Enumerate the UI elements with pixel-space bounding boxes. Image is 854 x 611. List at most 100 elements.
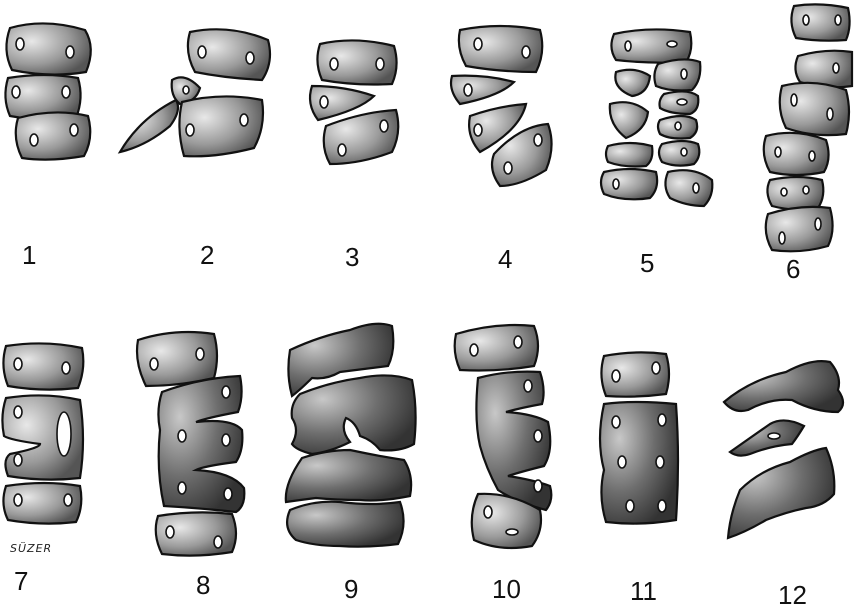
fig11-hole (612, 370, 620, 382)
fig5-piece (601, 169, 657, 199)
fig6-hole (803, 15, 809, 25)
fig10-hole (534, 430, 542, 442)
fig8-hole (196, 348, 204, 360)
label-5: 5 (640, 248, 654, 279)
label-1: 1 (22, 240, 36, 271)
fig2-hole (240, 114, 248, 126)
fig5-hole (681, 69, 687, 79)
artist-signature: SÜZER (10, 542, 52, 555)
fig5-piece (615, 70, 650, 96)
figure-11 (600, 352, 678, 523)
fig3-hole (376, 58, 384, 70)
fig7-hole (14, 494, 22, 506)
fig10-hole (524, 380, 532, 392)
fig1-hole (66, 46, 74, 58)
fig5-hole (613, 179, 619, 189)
fig8-hole (166, 526, 174, 538)
figure-9 (286, 324, 416, 547)
fig1-hole (70, 124, 78, 136)
fig10-hole (484, 506, 492, 518)
fig3-hole (380, 120, 388, 132)
fig5-piece (606, 143, 652, 167)
fig3-hole (320, 96, 328, 108)
fig5-hole (677, 99, 687, 105)
fig11-hole (652, 362, 660, 374)
fig3-hole (338, 144, 346, 156)
fig2-hole (183, 86, 189, 94)
label-9: 9 (344, 574, 358, 605)
fig4-hole (474, 124, 482, 136)
label-7: 7 (14, 566, 28, 597)
fig1-hole (12, 86, 20, 98)
fig6-hole (833, 63, 839, 73)
label-12: 12 (778, 580, 807, 611)
fig8-vertebra-top (137, 332, 217, 386)
fig6-hole (827, 108, 833, 120)
fig7-hole (62, 362, 70, 374)
fig8-hole (178, 482, 186, 494)
fig5-piece (665, 170, 712, 206)
fig4-hole (522, 46, 530, 58)
fig6-hole (781, 188, 787, 196)
fig11-hole (658, 500, 666, 512)
fig1-vertebra-bottom (16, 112, 91, 159)
fig3-vertebra-bottom (324, 110, 399, 164)
fig3-hole (330, 58, 338, 70)
fig1-hole (62, 86, 70, 98)
figure-5 (601, 29, 712, 206)
fig5-hole (693, 183, 699, 193)
fig5-piece (610, 102, 648, 138)
label-2: 2 (200, 240, 214, 271)
fig8-hole (222, 386, 230, 398)
fig1-hole (16, 38, 24, 50)
fig8-hole (224, 488, 232, 500)
figure-10 (455, 325, 552, 548)
fig11-hole (658, 414, 666, 426)
fig3-vertebra-top (317, 40, 396, 84)
fig8-hole (222, 434, 230, 446)
fig7-hole (14, 358, 22, 370)
fig12-middle-fragment (730, 420, 804, 455)
fig1-hole (30, 134, 38, 146)
fig5-piece (659, 141, 699, 166)
fig2-hole (198, 46, 206, 58)
fig4-hole (474, 38, 482, 50)
fig9-deformed-lower (287, 502, 403, 547)
label-11: 11 (630, 576, 657, 607)
fig4-wedge-a (451, 76, 514, 104)
fig5-hole (675, 122, 681, 130)
fig6-hole (803, 186, 809, 194)
label-8: 8 (196, 570, 210, 601)
fig6-vertebra (767, 177, 823, 210)
fig6-hole (835, 15, 841, 25)
fig7-hole (14, 406, 22, 418)
fig11-hole (626, 500, 634, 512)
fig10-hole (470, 344, 478, 356)
fig8-hole (150, 358, 158, 370)
fig6-vertebra (764, 133, 829, 175)
fig5-hole (681, 148, 687, 156)
label-6: 6 (786, 254, 800, 285)
fig7-hole-large (57, 412, 71, 456)
fig10-vertebra-top (455, 325, 538, 371)
fig6-hole (775, 147, 781, 157)
fig9-deformed-block (292, 375, 416, 454)
fig2-hole (186, 124, 194, 136)
figure-7 (2, 343, 83, 523)
fig7-hole (64, 494, 72, 506)
figure-1 (5, 23, 90, 159)
fig5-hole (667, 41, 677, 47)
fig12-hole (768, 433, 780, 439)
fig5-hole (625, 41, 631, 51)
fig12-lower-fragment (728, 448, 834, 538)
fig5-vertebra-top (611, 29, 691, 62)
fig10-hole (506, 529, 518, 535)
fig5-piece (654, 59, 700, 90)
label-10: 10 (492, 574, 521, 605)
fig6-hole (809, 151, 815, 161)
fig11-hole (618, 456, 626, 468)
fig10-hole (534, 480, 542, 492)
fig6-vertebra (766, 207, 833, 251)
label-3: 3 (345, 242, 359, 273)
